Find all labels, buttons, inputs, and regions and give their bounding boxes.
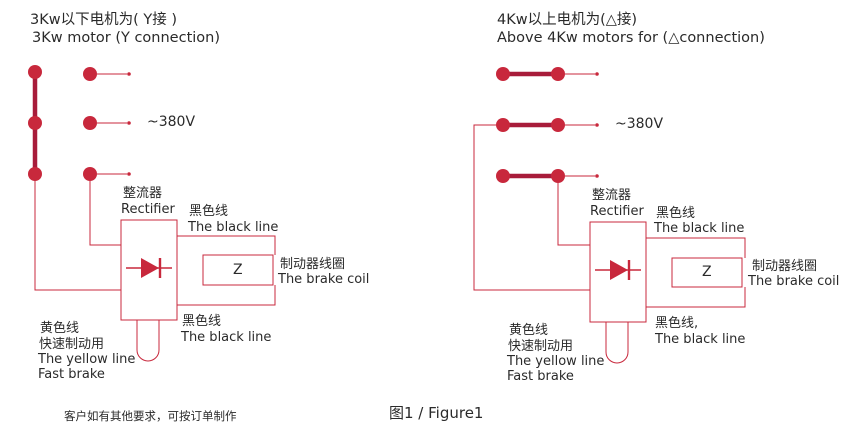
left-coil-symbol: Z bbox=[233, 262, 243, 278]
right-black-bottom-label-cn: 黑色线, bbox=[655, 316, 699, 331]
left-motor-terminal-3 bbox=[28, 167, 42, 181]
left-yellow-label-cn: 黄色线 bbox=[40, 321, 80, 336]
left-motor-terminal-2 bbox=[28, 116, 42, 130]
right-yellow-label-cn: 黄色线 bbox=[509, 323, 549, 338]
left-title-cn: 3Kw以下电机为( Y接 ) bbox=[30, 12, 177, 28]
left-black-top-label-en: The black line bbox=[188, 220, 279, 235]
right-diode-icon bbox=[610, 260, 628, 280]
left-rectifier-label-en: Rectifier bbox=[121, 202, 175, 217]
right-yellow-loop bbox=[605, 322, 629, 364]
footer-note: 客户如有其他要求，可按订单制作 bbox=[64, 409, 237, 423]
left-yellow-label-en: The yellow line bbox=[38, 352, 136, 367]
right-voltage-label: ~380V bbox=[615, 116, 664, 132]
left-black-top-label-cn: 黑色线 bbox=[189, 204, 229, 219]
right-diagram bbox=[473, 67, 746, 364]
right-yellow-label-en: The yellow line bbox=[507, 354, 605, 369]
right-phase-wire-b bbox=[557, 183, 590, 246]
left-supply-dot-2 bbox=[127, 121, 131, 125]
right-supply-dot-2 bbox=[595, 123, 599, 127]
right-phase-wire-a bbox=[473, 124, 590, 291]
left-rectifier-box bbox=[120, 219, 178, 321]
right-black-top-label-en: The black line bbox=[654, 221, 745, 236]
right-rectifier-label-cn: 整流器 bbox=[592, 188, 632, 203]
left-yellow-loop bbox=[136, 320, 160, 362]
left-black-bottom-label-cn: 黑色线 bbox=[182, 314, 222, 329]
right-fast-label-en: Fast brake bbox=[507, 369, 574, 384]
left-motor-terminal-1 bbox=[28, 65, 42, 79]
left-diode-icon bbox=[141, 258, 159, 278]
left-supply-terminal-3 bbox=[83, 167, 97, 181]
right-coil-label-en: The brake coil bbox=[748, 274, 840, 289]
left-black-bottom-label-en: The black line bbox=[181, 330, 272, 345]
right-rectifier-label-en: Rectifier bbox=[590, 204, 644, 219]
right-black-top-label-cn: 黑色线 bbox=[656, 206, 696, 221]
right-supply-terminal-2 bbox=[551, 118, 565, 132]
left-fast-label-cn: 快速制动用 bbox=[39, 337, 105, 352]
figure-caption: 图1 / Figure1 bbox=[389, 404, 484, 422]
right-title-en: Above 4Kw motors for (△connection) bbox=[497, 30, 765, 46]
left-supply-terminal-2 bbox=[83, 116, 97, 130]
left-brake-coil-box bbox=[202, 254, 274, 286]
right-coil-label-cn: 制动器线圈 bbox=[752, 259, 818, 274]
left-phase-wire bbox=[89, 181, 121, 246]
right-motor-terminal-3 bbox=[496, 169, 510, 183]
left-supply-dot-1 bbox=[127, 72, 131, 76]
right-motor-terminal-1 bbox=[496, 67, 510, 81]
left-neutral-wire bbox=[34, 180, 121, 291]
right-title-cn: 4Kw以上电机为(△接) bbox=[497, 12, 638, 28]
left-voltage-label: ~380V bbox=[147, 114, 196, 130]
right-supply-terminal-1 bbox=[551, 67, 565, 81]
right-supply-dot-1 bbox=[595, 72, 599, 76]
left-coil-label-cn: 制动器线圈 bbox=[280, 257, 346, 272]
left-coil-label-en: The brake coil bbox=[278, 272, 370, 287]
left-diagram bbox=[28, 65, 276, 362]
right-supply-terminal-3 bbox=[551, 169, 565, 183]
right-black-wire-top bbox=[646, 237, 746, 258]
right-rectifier-box bbox=[589, 221, 647, 323]
left-rectifier-label-cn: 整流器 bbox=[123, 186, 163, 201]
left-supply-terminal-1 bbox=[83, 67, 97, 81]
right-coil-symbol: Z bbox=[702, 264, 712, 280]
left-black-wire-bottom bbox=[177, 285, 276, 306]
right-supply-dot-3 bbox=[595, 174, 599, 178]
right-brake-coil-box bbox=[671, 257, 743, 288]
left-supply-dot-3 bbox=[127, 172, 131, 176]
left-title-en: 3Kw motor (Y connection) bbox=[32, 30, 220, 46]
right-motor-terminal-2 bbox=[496, 118, 510, 132]
right-black-bottom-label-en: The black line bbox=[655, 332, 746, 347]
left-black-wire-top bbox=[177, 235, 276, 255]
left-fast-label-en: Fast brake bbox=[38, 367, 105, 382]
right-black-wire-bottom bbox=[646, 287, 746, 308]
right-fast-label-cn: 快速制动用 bbox=[508, 339, 574, 354]
